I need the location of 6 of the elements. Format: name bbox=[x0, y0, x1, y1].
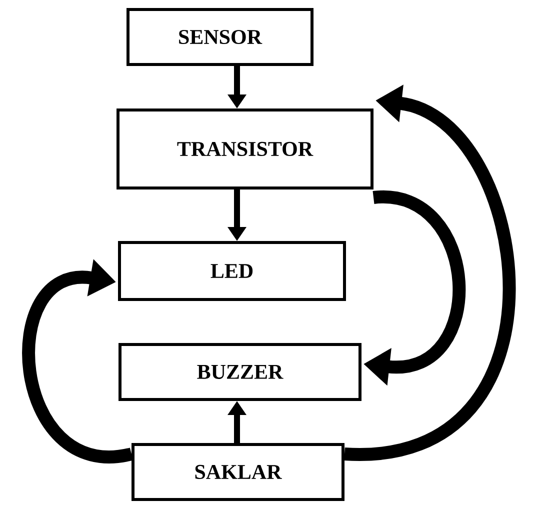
process-box: SAKLAR bbox=[132, 443, 344, 501]
process-box: LED bbox=[118, 241, 346, 301]
process-box: BUZZER bbox=[118, 343, 362, 401]
curved-arrow bbox=[22, 259, 132, 464]
process-box: SENSOR bbox=[126, 8, 314, 66]
process-box: TRANSISTOR bbox=[116, 108, 374, 190]
